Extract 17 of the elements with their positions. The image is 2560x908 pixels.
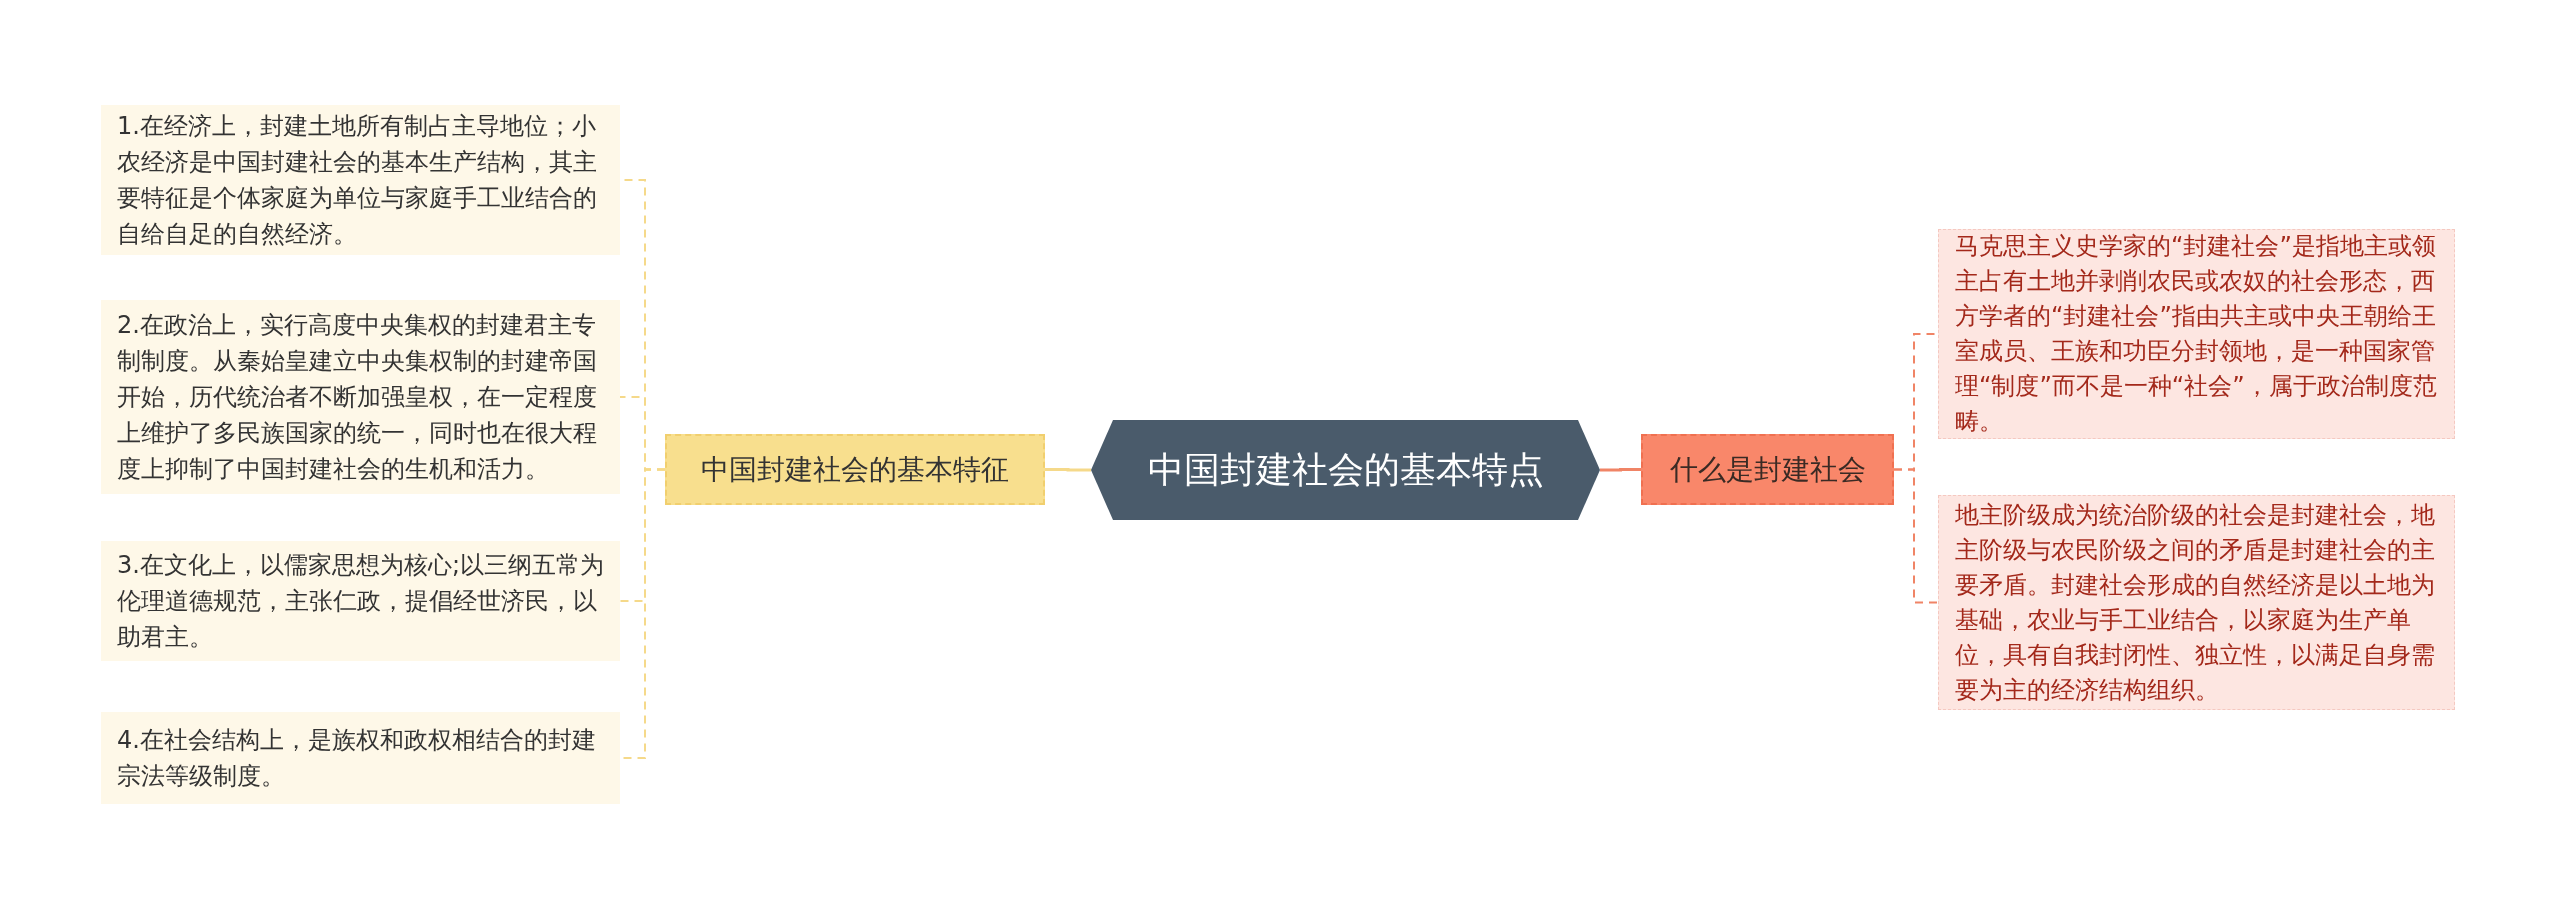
connector-line — [1600, 468, 1641, 472]
note-text: 地主阶级成为统治阶级的社会是封建社会，地主阶级与农民阶级之间的矛盾是封建社会的主要矛盾。封建社会形成的自然经济是以土地为基础，农业与手工业结合，以家庭为生产单位，具有自我封闭性、独立性，以满足自身需要为主的经济结构组织。 — [1955, 499, 2436, 706]
note-text: 4.在社会结构上，是族权和政权相结合的封建宗法等级制度。 — [117, 725, 597, 792]
topic-title: 中国封建社会的基本特点 — [1147, 448, 1544, 492]
note-text: 2.在政治上，实行高度中央集权的封建君主专制制度。从秦始皇建立中央集权制的封建帝国开始，历代统治者不断加强皇权，在一定程度上维护了多民族国家的统一，同时也在很大程度上抑制了中国封建社会的生机和活力。 — [117, 310, 598, 485]
note-text: 马克思主义史学家的“封建社会”是指地主或领主占有土地并剥削农民或农奴的社会形态，西方学者的“封建社会”指由共主或中央王朝给王室成员、王族和功臣分封领地，是一种国家管理“制度”而不是一种“社会”，属于政治制度范畴。 — [1955, 231, 2438, 437]
branch-label: 中国封建社会的基本特征 — [701, 451, 1009, 488]
topic-hexagon — [1091, 420, 1600, 520]
branch-label: 什么是封建社会 — [1669, 451, 1866, 488]
note-text: 1.在经济上，封建土地所有制占主导地位；小农经济是中国封建社会的基本生产结构，其主要特征是个体家庭为单位与家庭手工业结合的自给自足的自然经济。 — [117, 111, 598, 250]
branch-box — [1641, 434, 1894, 505]
branch-box — [665, 434, 1045, 505]
note-card — [101, 541, 620, 661]
connector-line — [1893, 468, 1939, 604]
note-text: 3.在文化上，以儒家思想为核心;以三纲五常为伦理道德规范，主张仁政，提倡经世济民，以助君主。 — [117, 550, 604, 653]
note-card — [101, 300, 620, 494]
connector-line — [1045, 468, 1091, 472]
